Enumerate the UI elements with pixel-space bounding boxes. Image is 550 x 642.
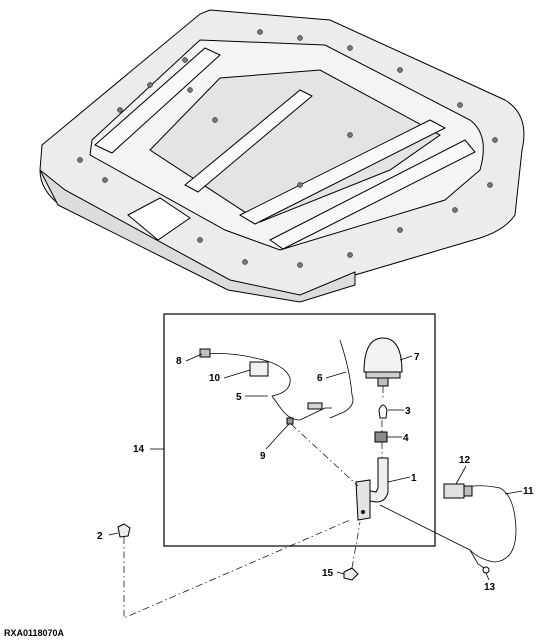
wire-harness — [199, 348, 332, 421]
callout-8: 8 — [176, 356, 182, 367]
detail-frame — [163, 313, 436, 547]
callout-1: 1 — [411, 473, 417, 484]
screw — [117, 523, 131, 538]
callout-3: 3 — [405, 406, 411, 417]
callout-9: 9 — [260, 451, 266, 462]
antenna-whip — [329, 339, 354, 419]
callout-12: 12 — [459, 455, 471, 466]
inline-connector — [286, 417, 294, 425]
extension-cable — [379, 483, 517, 574]
callout-5: 5 — [236, 392, 242, 403]
parts — [117, 337, 517, 581]
mount-bracket — [355, 457, 389, 521]
leader-lines — [108, 353, 523, 581]
cab-roof-panel — [39, 9, 525, 303]
callout-13: 13 — [484, 582, 496, 593]
beacon-light — [363, 337, 403, 387]
mount-nut — [343, 567, 359, 581]
callout-11: 11 — [523, 486, 534, 497]
callout-4: 4 — [403, 433, 409, 444]
callout-14: 14 — [133, 444, 145, 455]
bulb — [378, 404, 388, 419]
figure-id: RXA0118070A — [4, 628, 65, 638]
callout-labels: 1 2 3 4 5 6 7 8 9 10 11 12 13 14 15 — [97, 352, 534, 593]
assembly-lines — [123, 386, 384, 619]
callout-10: 10 — [209, 373, 221, 384]
socket — [374, 431, 388, 443]
callout-15: 15 — [322, 568, 334, 579]
callout-2: 2 — [97, 531, 103, 542]
callout-6: 6 — [317, 373, 323, 384]
callout-7: 7 — [414, 352, 420, 363]
